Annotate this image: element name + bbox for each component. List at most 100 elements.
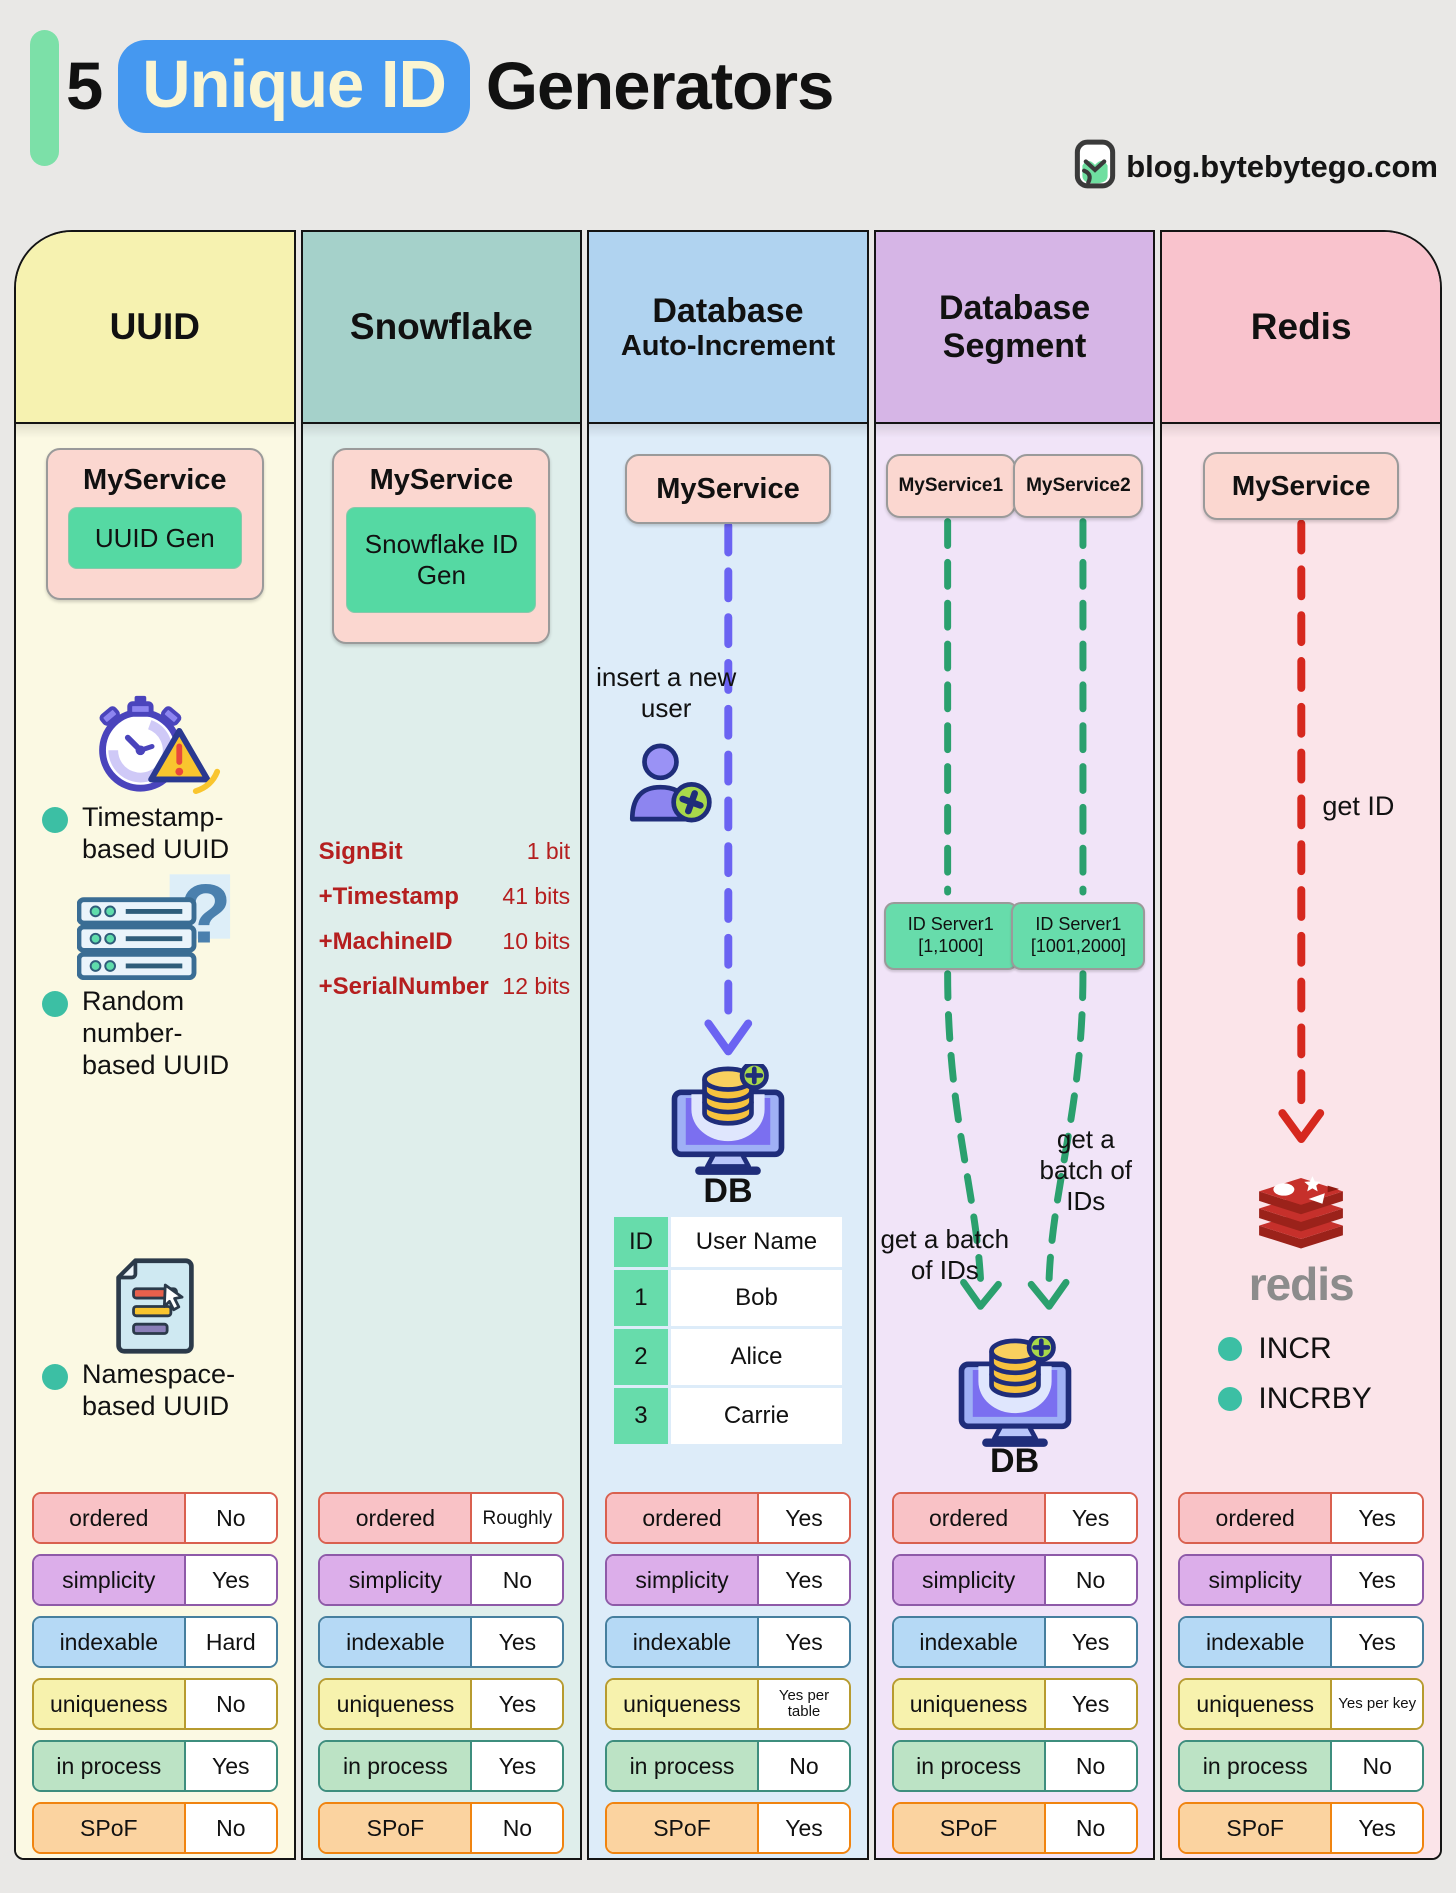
attr-value: Yes xyxy=(472,1680,563,1728)
bullet-label: Timestamp-based UUID xyxy=(82,802,230,864)
bit-field-row: +Timestamp 41 bits xyxy=(319,883,571,911)
service-name: MyService xyxy=(83,464,227,496)
attr-row-in-process: in process Yes xyxy=(31,1740,278,1792)
attr-row-spof: SPoF No xyxy=(31,1802,278,1854)
attr-row-ordered: ordered No xyxy=(31,1492,278,1544)
add-user-icon xyxy=(621,740,715,830)
attr-row-ordered: ordered Yes xyxy=(1178,1492,1425,1544)
attr-value: Yes xyxy=(758,1804,849,1852)
service-box-2: MyService2 xyxy=(1013,454,1144,518)
bit-field-row: +MachineID 10 bits xyxy=(319,928,571,956)
attr-row-simplicity: simplicity Yes xyxy=(1178,1554,1425,1606)
id-server-box-2: ID Server1 [1001,2000] xyxy=(1011,902,1146,970)
column-snowflake-body: MyService Snowflake ID Gen SignBit 1 bit… xyxy=(302,424,581,1858)
column-db-segment: Database Segment MyService1 MyService2 I… xyxy=(873,230,1156,1860)
service-name: MyService xyxy=(656,472,800,505)
bullet-label: Namespace-based UUID xyxy=(82,1359,236,1421)
attr-row-uniqueness: uniqueness Yes xyxy=(891,1678,1138,1730)
bullet-dot xyxy=(42,991,68,1017)
attr-label: uniqueness xyxy=(320,1680,473,1728)
title-highlight: Unique ID xyxy=(118,40,470,133)
column-redis-body: MyService get ID redis xyxy=(1162,424,1440,1858)
attribute-table: ordered No simplicity Yes indexable Hard… xyxy=(31,1492,278,1854)
attr-row-in-process: in process No xyxy=(891,1740,1138,1792)
service-box: MyService xyxy=(624,454,831,524)
attr-label: indexable xyxy=(320,1618,473,1666)
attr-label: SPoF xyxy=(1180,1804,1333,1852)
service-box-1: MyService1 xyxy=(885,454,1016,518)
site-attribution: blog.bytebytego.com xyxy=(1074,138,1438,195)
attr-row-indexable: indexable Yes xyxy=(318,1616,565,1668)
attr-label: simplicity xyxy=(320,1556,473,1604)
bullet-dot xyxy=(1218,1337,1243,1361)
attr-label: ordered xyxy=(1180,1494,1333,1542)
attr-label: indexable xyxy=(606,1618,759,1666)
attr-value: Yes xyxy=(758,1556,849,1604)
attr-value: No xyxy=(472,1556,563,1604)
attr-row-simplicity: simplicity No xyxy=(891,1554,1138,1606)
insert-user-label: insert a new user xyxy=(596,662,737,724)
redis-command-incr: INCR xyxy=(1218,1332,1332,1366)
batch-label-right: get a batch of IDs xyxy=(1039,1124,1133,1217)
attr-value: No xyxy=(1332,1742,1423,1790)
generator-columns: UUID MyService UUID Gen xyxy=(14,230,1442,1860)
service-name: MyService2 xyxy=(1026,475,1131,496)
column-db-auto-increment-body: MyService insert a new user xyxy=(589,424,867,1858)
bullet-label: Random number-based UUID xyxy=(82,986,230,1080)
cell-username: Alice xyxy=(670,1329,842,1385)
server-question-icon: ? xyxy=(76,867,233,985)
bit-field-name: +MachineID xyxy=(318,928,453,955)
attr-row-uniqueness: uniqueness No xyxy=(31,1678,278,1730)
column-redis: Redis MyService get ID xyxy=(1160,230,1442,1860)
attribute-table: ordered Yes simplicity No indexable Yes … xyxy=(891,1492,1138,1854)
col-header-username: User Name xyxy=(670,1217,842,1267)
attr-value: Yes xyxy=(758,1494,849,1542)
attr-value: Yes xyxy=(1045,1494,1136,1542)
col-header-id: ID xyxy=(613,1217,668,1267)
table-row: 1 Bob xyxy=(613,1270,842,1326)
attr-value: Yes xyxy=(1045,1680,1136,1728)
service-name: MyService xyxy=(369,464,514,496)
site-url: blog.bytebytego.com xyxy=(1126,148,1438,184)
attr-row-indexable: indexable Yes xyxy=(891,1616,1138,1668)
uuid-bullet-namespace: Namespace-based UUID xyxy=(42,1359,282,1423)
redis-logo xyxy=(1242,1159,1360,1264)
id-server-box-1: ID Server1 [1,1000] xyxy=(883,902,1018,970)
table-row: 2 Alice xyxy=(613,1329,842,1385)
attr-value: No xyxy=(758,1742,849,1790)
snowflake-bit-layout: SignBit 1 bit +Timestamp 41 bits +Machin… xyxy=(319,838,571,1018)
attr-label: ordered xyxy=(33,1494,186,1542)
service-box: MyService UUID Gen xyxy=(45,448,264,600)
attr-row-uniqueness: uniqueness Yes xyxy=(318,1678,565,1730)
attr-value: No xyxy=(185,1680,276,1728)
attr-label: uniqueness xyxy=(606,1680,759,1728)
column-title-line1: Database xyxy=(938,288,1091,327)
attr-value: Roughly xyxy=(472,1494,563,1542)
column-uuid-header: UUID xyxy=(16,232,294,424)
column-title-line1: Database xyxy=(652,291,804,330)
attr-label: uniqueness xyxy=(33,1680,186,1728)
attr-row-spof: SPoF No xyxy=(891,1802,1138,1854)
attr-label: SPoF xyxy=(33,1804,186,1852)
attr-value: Yes xyxy=(1332,1804,1423,1852)
attr-value: No xyxy=(472,1804,563,1852)
bit-field-size: 41 bits xyxy=(502,883,571,909)
users-table-header: ID User Name xyxy=(613,1217,842,1267)
cell-username: Bob xyxy=(670,1270,842,1326)
column-snowflake: Snowflake MyService Snowflake ID Gen Sig… xyxy=(300,230,583,1860)
cell-id: 2 xyxy=(613,1329,668,1385)
batch-label-left: get a batch of IDs xyxy=(880,1224,1010,1286)
attr-label: indexable xyxy=(893,1618,1046,1666)
attr-label: in process xyxy=(320,1742,473,1790)
generator-box: Snowflake ID Gen xyxy=(346,507,537,613)
id-server-name: ID Server1 xyxy=(1035,914,1122,935)
column-db-auto-increment-header: Database Auto-Increment xyxy=(589,232,867,424)
attr-label: indexable xyxy=(1180,1618,1333,1666)
command-label: INCR xyxy=(1258,1332,1332,1365)
db-label: DB xyxy=(990,1442,1040,1480)
bullet-dot xyxy=(42,807,68,833)
cell-id: 3 xyxy=(613,1388,668,1444)
attr-row-indexable: indexable Yes xyxy=(604,1616,851,1668)
attr-label: simplicity xyxy=(893,1556,1046,1604)
